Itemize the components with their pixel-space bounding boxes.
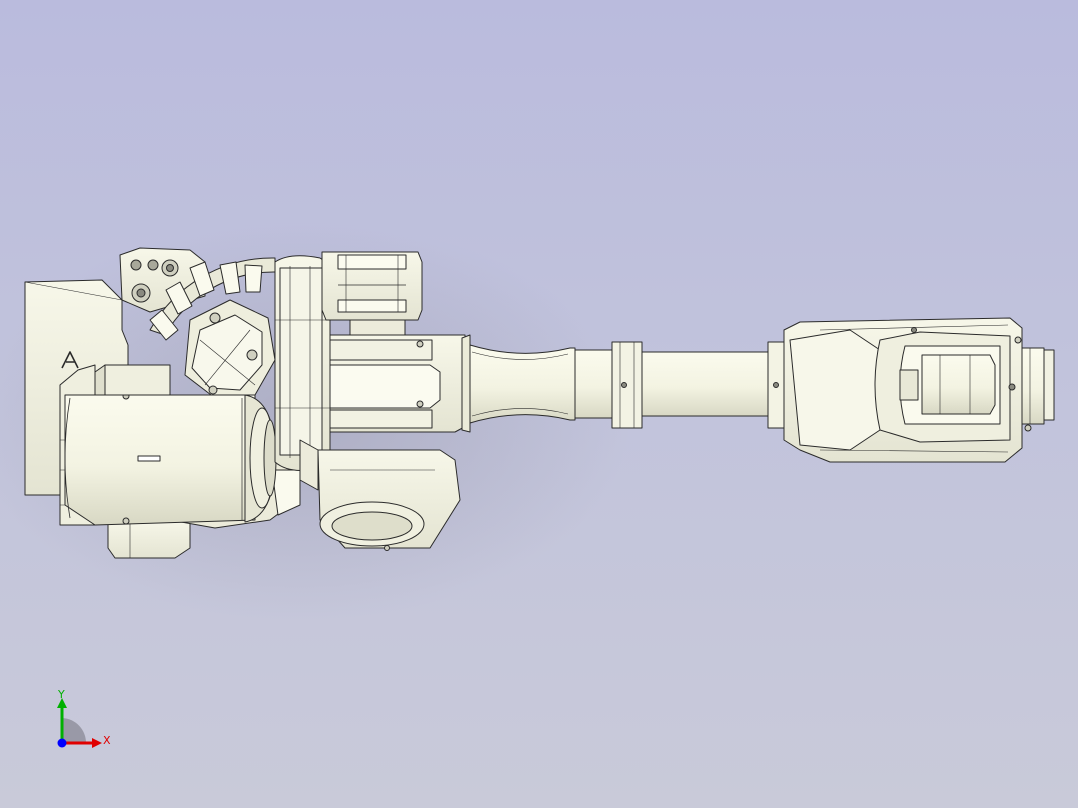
logo-mark (61, 351, 79, 369)
coordinate-triad: X Y (40, 680, 130, 760)
j1-motor-cylinder[interactable] (64, 364, 277, 526)
elbow-housing[interactable] (299, 334, 469, 551)
triad-base-wedge (62, 718, 86, 743)
wrist-assembly[interactable] (783, 317, 1055, 463)
j2-gearbox[interactable] (321, 251, 423, 341)
forearm-tube[interactable] (461, 334, 785, 433)
x-axis-arrowhead (92, 738, 102, 748)
y-axis-arrowhead (57, 698, 67, 708)
x-axis-label: X (103, 734, 111, 747)
shoulder-disc[interactable] (274, 255, 331, 471)
y-axis-label: Y (58, 688, 65, 701)
z-axis-dot (57, 738, 67, 748)
triad-axes (57, 698, 102, 748)
